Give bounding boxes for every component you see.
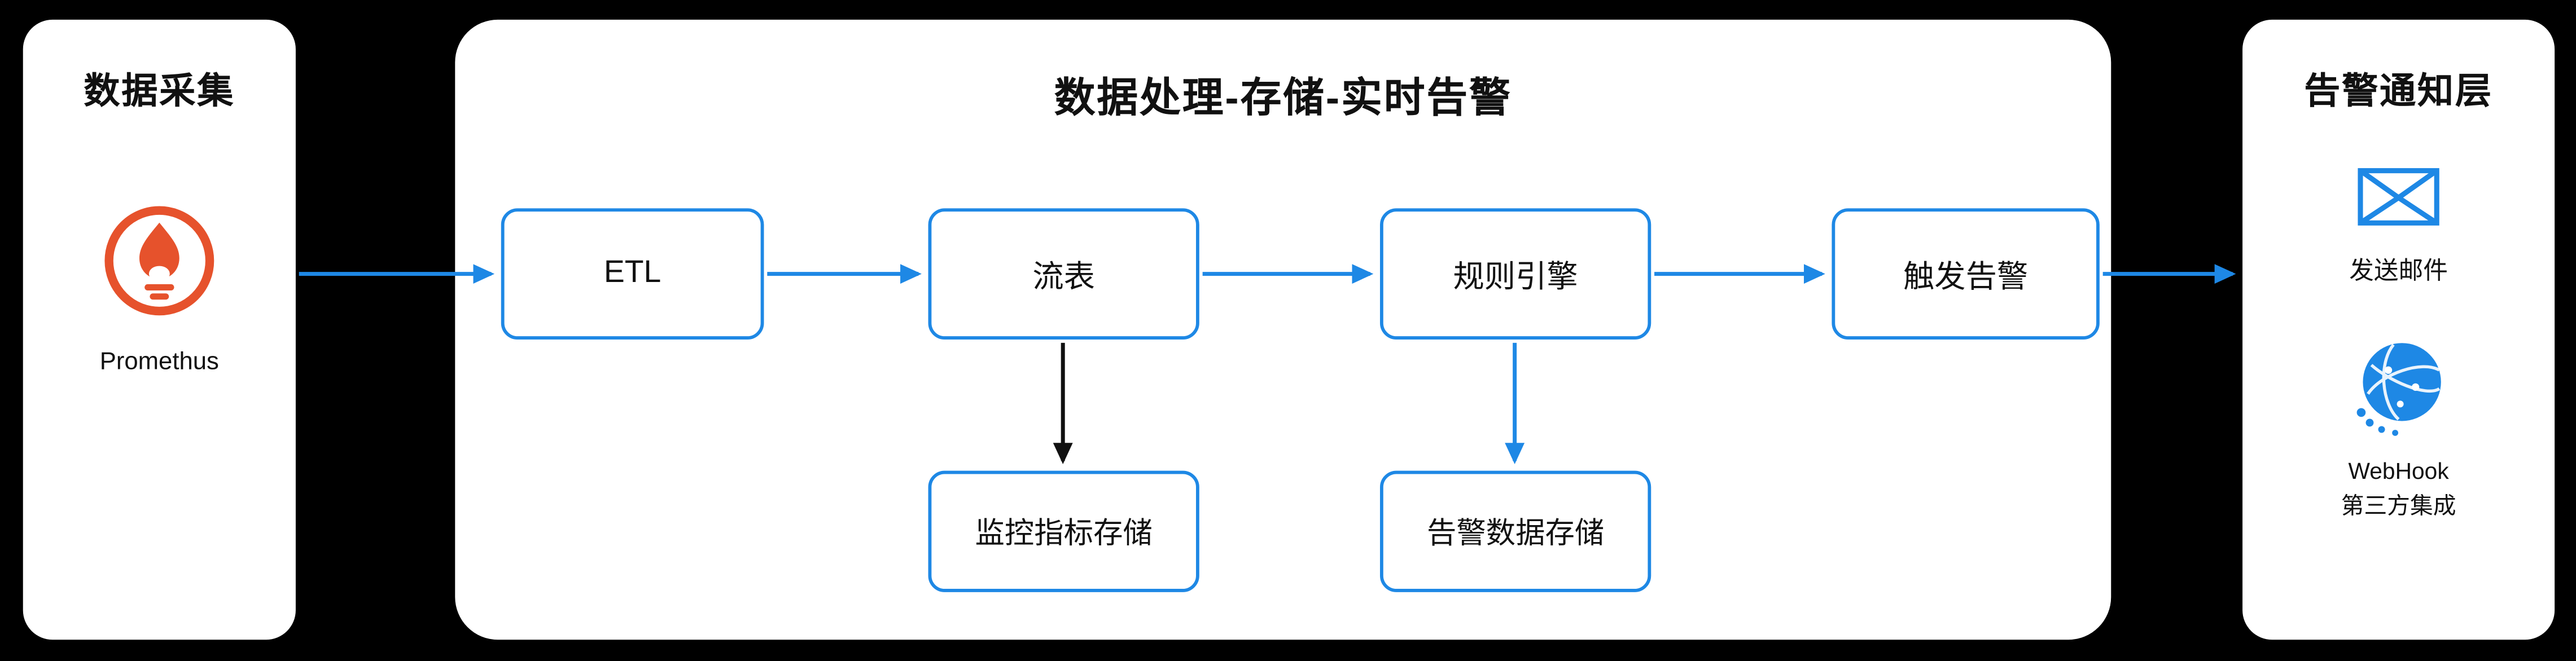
node-rule-engine: 规则引擎 <box>1379 208 1651 340</box>
panel-title-processing: 数据处理-存储-实时告警 <box>1054 75 1512 122</box>
panel-notification: 告警通知层 发送邮件 <box>2242 19 2555 640</box>
panel-title-collection: 数据采集 <box>84 70 235 112</box>
webhook-label: WebHook <box>2348 457 2449 484</box>
prometheus-label: Promethus <box>99 347 219 376</box>
email-label: 发送邮件 <box>2349 257 2448 286</box>
email-icon <box>2358 168 2440 227</box>
node-trigger-alert: 触发告警 <box>1832 208 2100 340</box>
node-alert-storage: 告警数据存储 <box>1379 470 1651 592</box>
panel-title-notification: 告警通知层 <box>2304 70 2493 112</box>
panel-processing: 数据处理-存储-实时告警 ETL 流表 规则引擎 触发告警 监控指标存储 告警数… <box>455 19 2111 640</box>
node-metric-storage: 监控指标存储 <box>928 470 1199 592</box>
webhook-label2: 第三方集成 <box>2341 492 2456 518</box>
webhook-icon <box>2347 336 2449 438</box>
node-stream-table: 流表 <box>928 208 1199 340</box>
prometheus-icon <box>99 200 220 321</box>
node-etl: ETL <box>501 208 764 340</box>
panel-data-collection: 数据采集 Promethus <box>23 19 296 640</box>
